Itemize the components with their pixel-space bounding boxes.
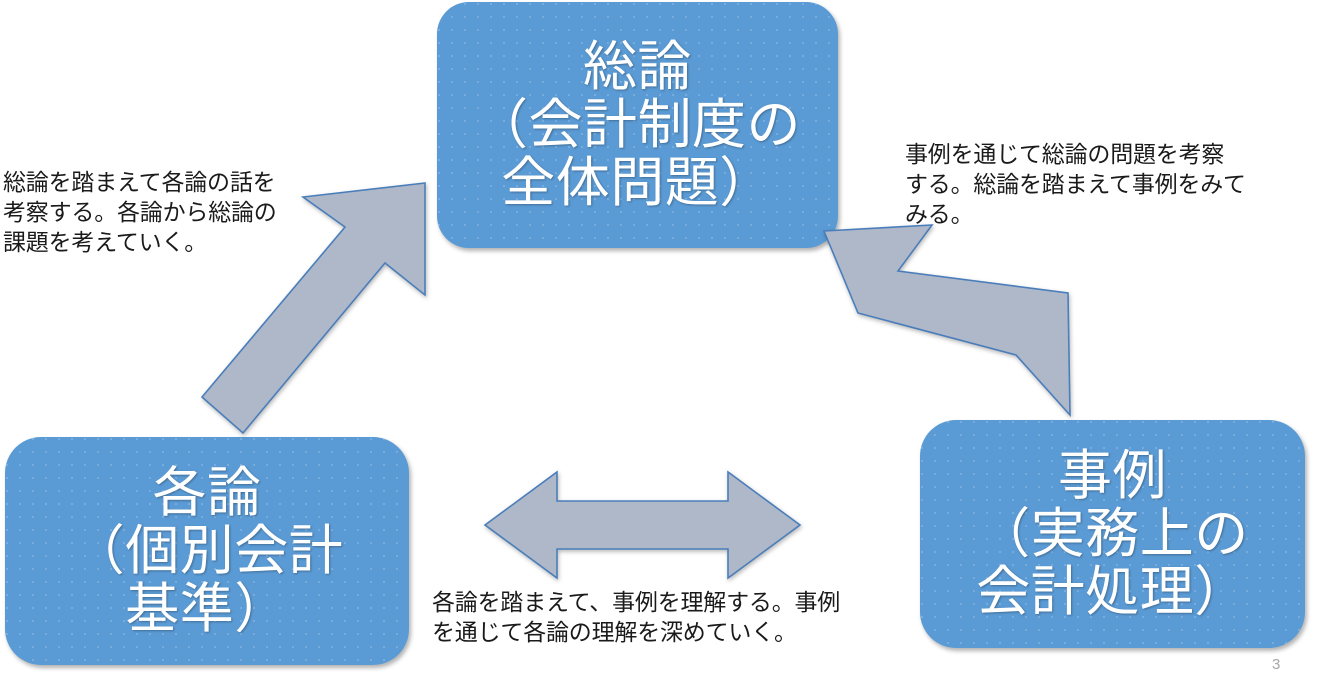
node-kakuron-line-1: 各論 — [152, 462, 262, 523]
node-kakuron[interactable]: 各論 （個別会計 基準） — [5, 437, 409, 665]
node-jirei-line-3: 会計処理） — [976, 562, 1249, 623]
double-arrow-sogoron-jirei-icon — [822, 224, 1071, 418]
double-arrow-kakuron-jirei-icon — [483, 470, 802, 580]
node-sogoron-line-1: 総論 — [583, 36, 692, 97]
node-sogoron[interactable]: 総論 （会計制度の 全体問題） — [437, 2, 838, 248]
node-kakuron-line-2: （個別会計 — [70, 520, 344, 581]
page-number: 3 — [1272, 656, 1281, 673]
note-sogoron-kakuron: 総論を踏まえて各論の話を 考察する。各論から総論の 課題を考えていく。 — [3, 169, 277, 255]
node-jirei[interactable]: 事例 （実務上の 会計処理） — [920, 420, 1305, 648]
note-sogoron-jirei: 事例を通じて総論の問題を考察 する。総論を踏まえて事例をみて みる。 — [905, 141, 1246, 227]
node-sogoron-line-3: 全体問題） — [501, 153, 774, 214]
node-jirei-line-1: 事例 — [1058, 445, 1167, 506]
node-kakuron-line-3: 基準） — [125, 579, 289, 640]
note-kakuron-jirei: 各論を踏まえて、事例を理解する。事例 を通じて各論の理解を深めていく。 — [432, 589, 841, 645]
node-sogoron-line-2: （会計制度の — [474, 94, 801, 155]
double-arrow-sogoron-kakuron-icon — [200, 182, 426, 435]
node-jirei-line-2: （実務上の — [976, 503, 1249, 564]
